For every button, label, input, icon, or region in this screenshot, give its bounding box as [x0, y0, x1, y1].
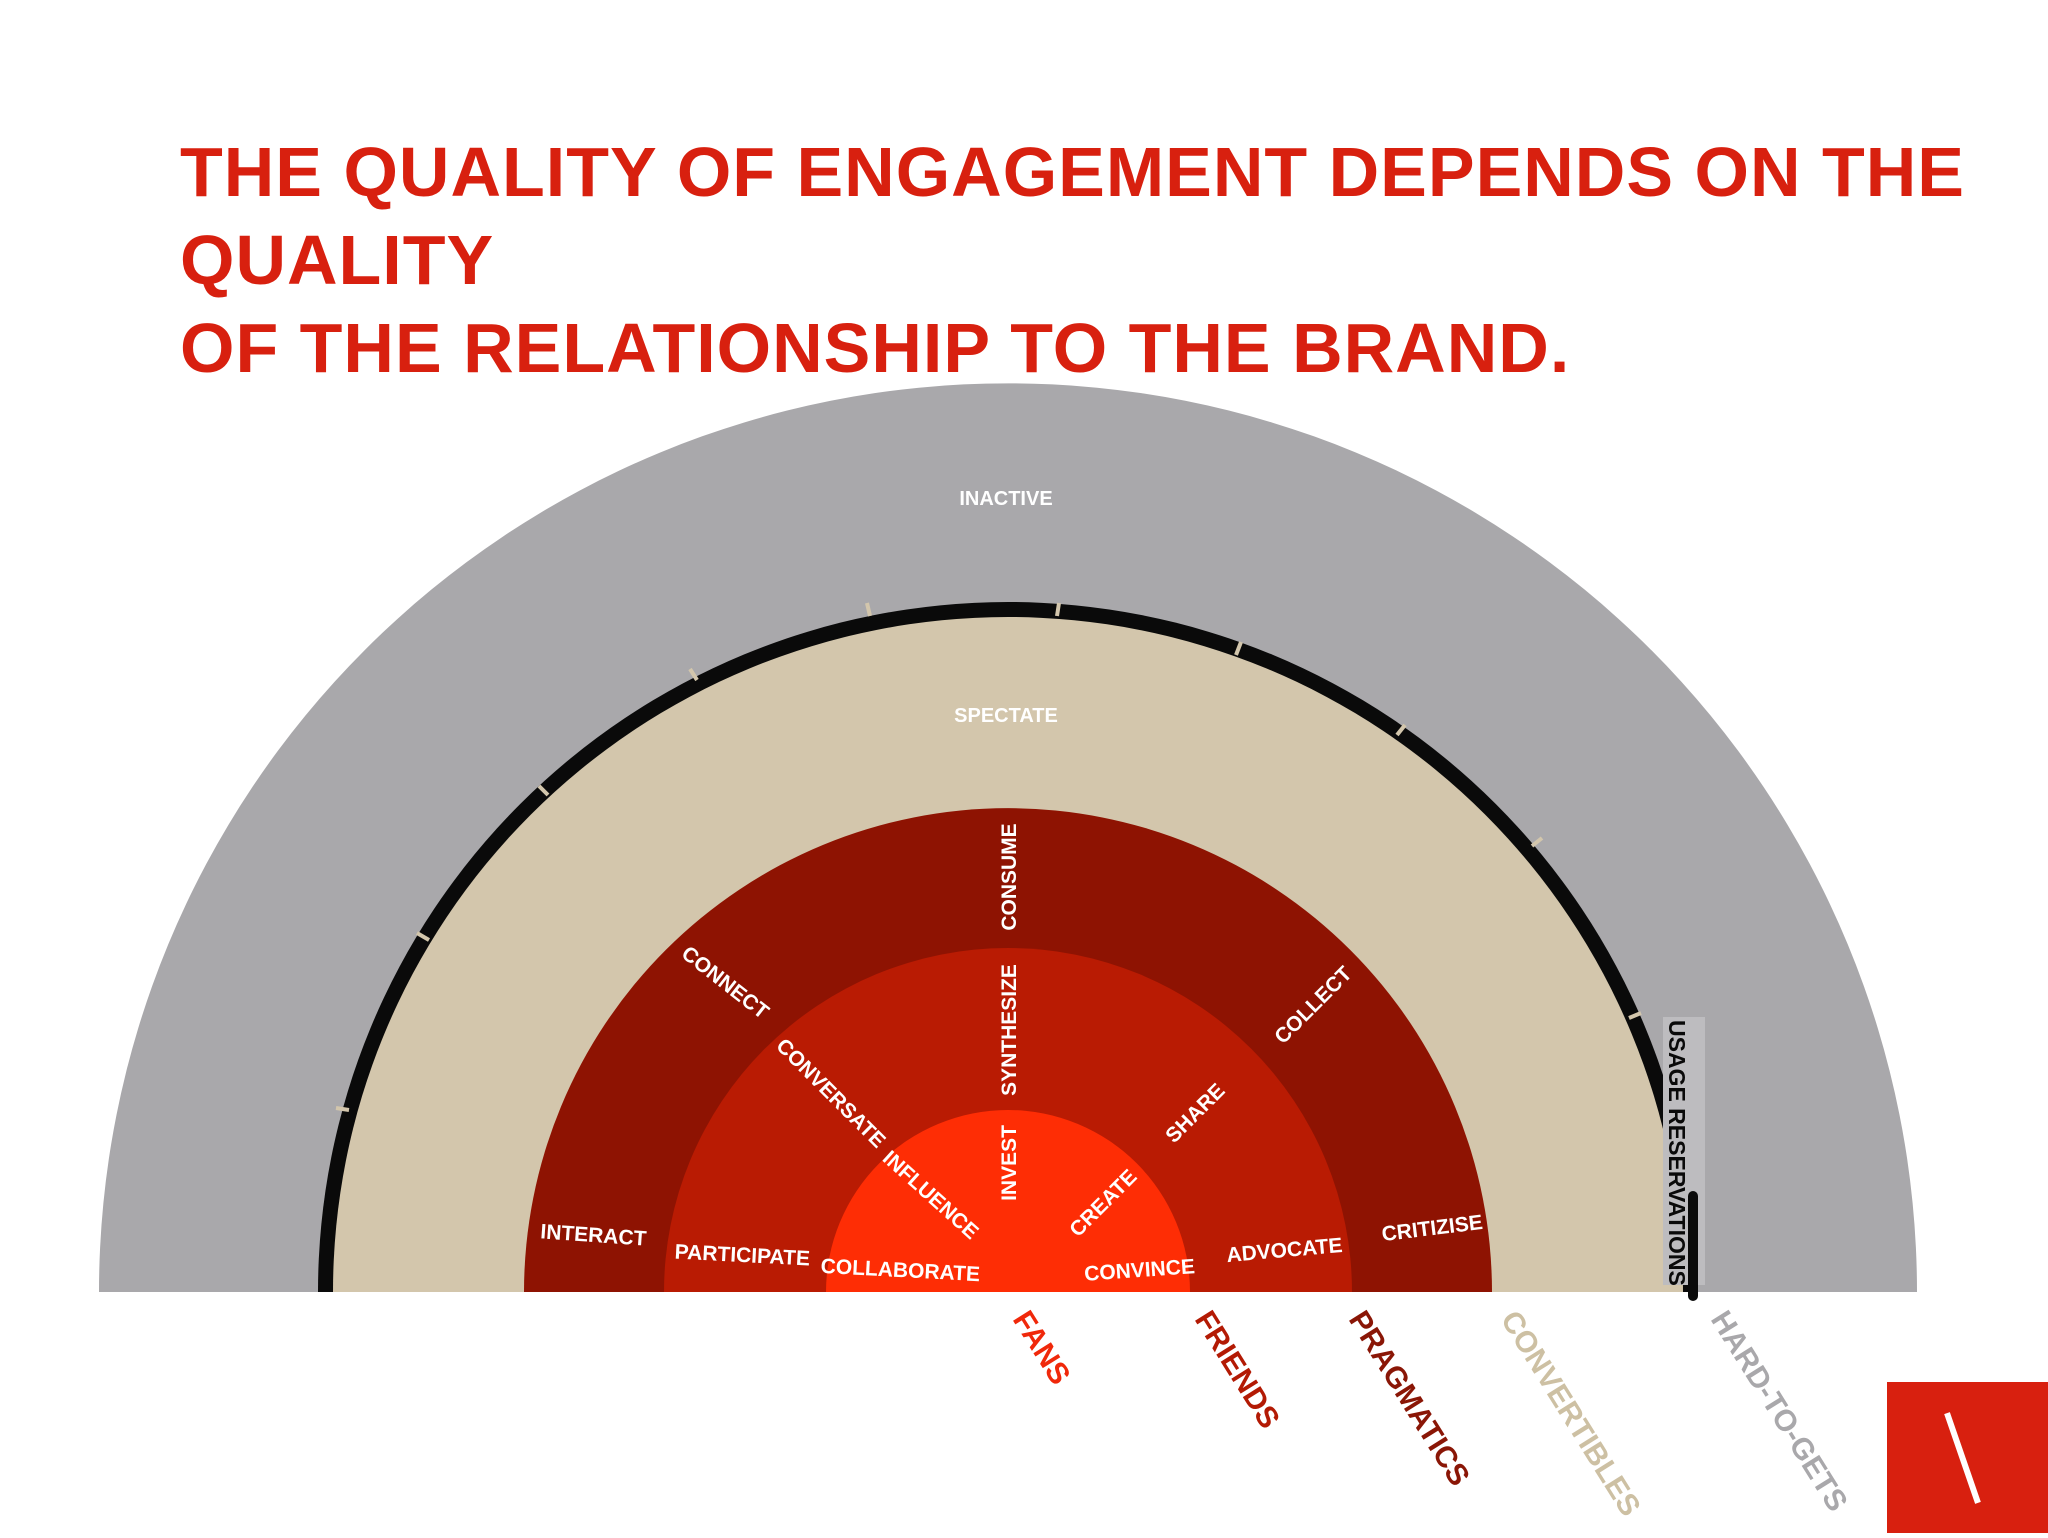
label-synthesize: SYNTHESIZE: [998, 964, 1021, 1096]
segment-pragmatics: PRAGMATICS: [1342, 1305, 1476, 1492]
brand-logo: [1887, 1382, 2048, 1533]
slash-logo-icon: [1944, 1412, 1981, 1504]
segment-fans: FANS: [1006, 1305, 1076, 1390]
segment-hard-to-gets: HARD-TO-GETS: [1704, 1305, 1854, 1517]
segment-convertibles: CONVERTIBLES: [1494, 1305, 1647, 1522]
label-usage-reservations: USAGE RESERVATIONS: [1664, 1020, 1690, 1286]
label-inactive: INACTIVE: [959, 488, 1052, 510]
label-spectate: SPECTATE: [954, 705, 1058, 727]
label-invest: INVEST: [998, 1125, 1021, 1201]
title-line-2: OF THE RELATIONSHIP TO THE BRAND.: [180, 309, 1571, 387]
title-line-1: THE QUALITY OF ENGAGEMENT DEPENDS ON THE…: [180, 133, 1965, 299]
page-title: THE QUALITY OF ENGAGEMENT DEPENDS ON THE…: [180, 128, 2000, 392]
segment-friends: FRIENDS: [1188, 1305, 1286, 1434]
label-consume: CONSUME: [998, 823, 1021, 930]
ring-fans: [826, 1110, 1190, 1292]
